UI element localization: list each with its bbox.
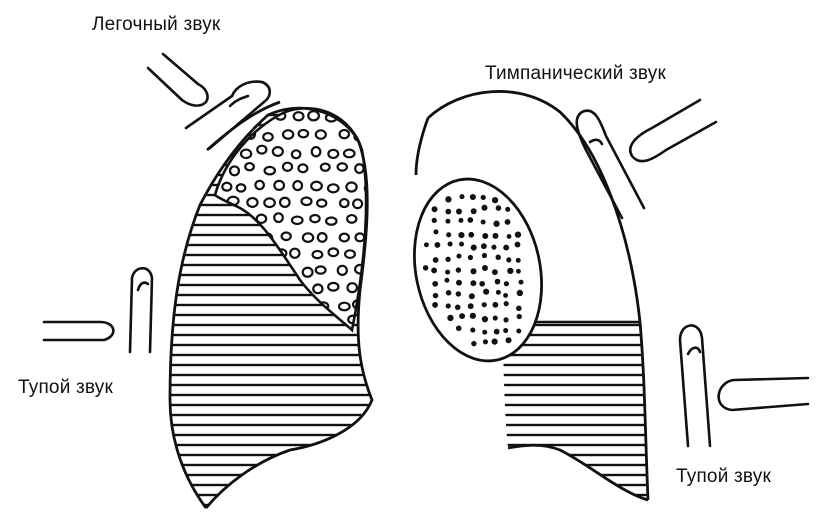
finger-plessor-top-left (148, 54, 208, 106)
left-lung (160, 100, 384, 520)
finger-plessor-bottom-right (719, 378, 808, 410)
finger-pleximeter-top-right (577, 111, 644, 218)
finger-pleximeter-bottom-right (680, 325, 710, 446)
label-tympanic-sound: Тимпанический звук (485, 63, 666, 85)
finger-plessor-top-right (630, 100, 716, 161)
label-dull-sound-right: Тупой звук (676, 466, 771, 488)
label-dull-sound-left: Тупой звук (18, 377, 113, 399)
finger-pleximeter-left (130, 268, 152, 352)
label-pulmonary-sound: Легочный звук (92, 14, 220, 36)
finger-plessor-left (44, 322, 113, 340)
